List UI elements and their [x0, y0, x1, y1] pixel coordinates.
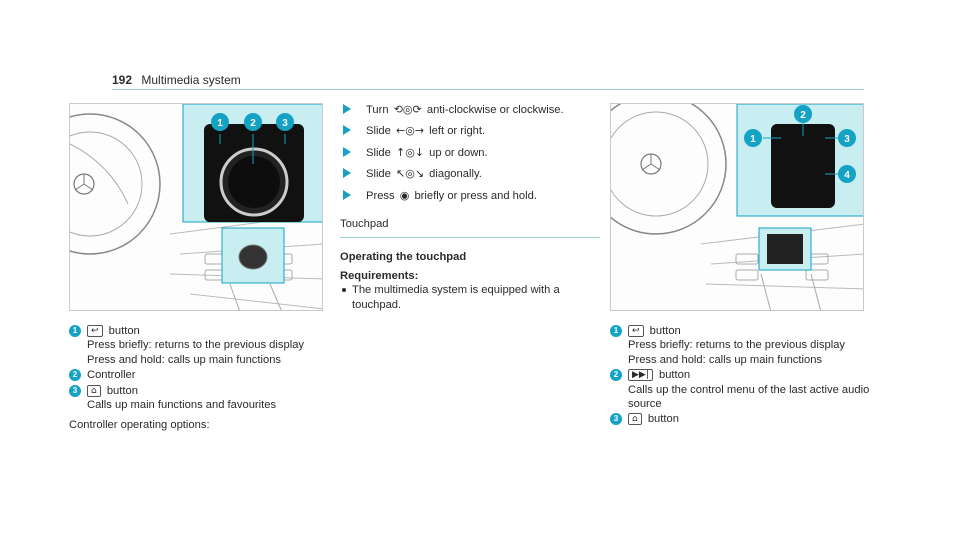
page-header: 192 Multimedia system — [112, 73, 241, 87]
legend-line: Press briefly: returns to the previous d… — [628, 339, 846, 352]
step-verb: Turn — [366, 104, 389, 116]
legend-line: Calls up the control menu of the last ac… — [628, 383, 870, 411]
legend-label: button — [658, 369, 691, 382]
step-arrow-icon — [343, 146, 351, 157]
figure-badge-2-label: 2 — [800, 110, 806, 121]
step-arrow-icon — [343, 168, 351, 179]
step-text: up or down. — [429, 146, 488, 159]
back-icon: ↩ — [628, 325, 644, 337]
step-text: diagonally. — [429, 168, 482, 181]
header-rule — [112, 89, 864, 90]
figure-badge-1-label: 1 — [750, 134, 756, 145]
legend-line: Press briefly: returns to the previous d… — [87, 339, 305, 352]
legend-badge: 3 — [69, 384, 81, 397]
legend-badge: 2 — [69, 369, 81, 382]
controller-drawing: 1 2 3 — [70, 104, 322, 310]
slide-diagonal-icon: ↖◎↘ — [396, 167, 425, 181]
figure-badge-2 — [244, 113, 262, 131]
touchpad-drawing: 1 2 3 4 — [611, 104, 863, 310]
legend-item-back: 1 ↩ button Press briefly: returns to the… — [69, 324, 329, 367]
figure-badge-1 — [211, 113, 229, 131]
figure-badge-3-label: 3 — [282, 118, 288, 129]
legend-item-home: 3 ⌂ button Calls up main functions and f… — [69, 384, 329, 413]
legend-line: Press and hold: calls up main functions — [87, 353, 282, 366]
rotate-controller-icon: ⟲◎⟳ — [393, 103, 422, 116]
skip-forward-icon: ▶▶| — [628, 369, 653, 382]
figure-badge-3 — [838, 129, 856, 147]
legend-badge: 1 — [69, 325, 81, 337]
legend-badge: 1 — [610, 325, 622, 337]
figure-badge-1-label: 1 — [217, 118, 223, 129]
legend-label: button — [647, 413, 679, 426]
figure-badge-3 — [276, 113, 294, 131]
legend-badge: 3 — [610, 413, 622, 426]
slide-horizontal-icon: ←◎→ — [396, 124, 425, 138]
legend-badge: 2 — [610, 369, 622, 382]
legend-item-back: 1 ↩ button Press briefly: returns to the… — [610, 324, 870, 367]
step-arrow-icon — [343, 104, 351, 114]
touchpad-legend: 1 ↩ button Press briefly: returns to the… — [610, 324, 870, 428]
figure-badge-4 — [838, 165, 856, 183]
figure-badge-3-label: 3 — [844, 134, 850, 145]
step-verb: Slide — [366, 168, 391, 181]
step-verb: Press — [366, 189, 395, 202]
step-slide-diagonal: Slide ↖◎↘ diagonally. — [340, 167, 600, 181]
controller-illustration: 1 2 3 — [69, 103, 323, 311]
legend-label: button — [106, 384, 138, 397]
legend-label: button — [649, 325, 681, 337]
legend-item-skip: 2 ▶▶| button Calls up the control menu o… — [610, 368, 870, 411]
requirements-title: Requirements: — [340, 269, 419, 282]
figure-badge-4-label: 4 — [844, 170, 850, 181]
step-slide-horizontal: Slide ←◎→ left or right. — [340, 124, 600, 138]
figure-badge-2 — [794, 105, 812, 123]
home-icon: ⌂ — [87, 384, 101, 397]
requirement-text: The multimedia system is equipped with a… — [352, 284, 560, 311]
controller-steps: Turn ⟲◎⟳ anti-clockwise or clockwise. Sl… — [340, 103, 600, 312]
step-text: anti-clockwise or clockwise. — [426, 104, 564, 116]
subsection-title: Operating the touchpad — [340, 251, 467, 264]
legend-line: Press and hold: calls up main functions — [628, 353, 823, 366]
step-press: Press ◉ briefly or press and hold. — [340, 189, 600, 203]
back-icon: ↩ — [87, 325, 103, 337]
slide-vertical-icon: ↑◎↓ — [396, 145, 425, 159]
step-text: left or right. — [429, 125, 486, 138]
requirement-item: The multimedia system is equipped with a… — [340, 283, 600, 312]
legend-line: Calls up main functions and favourites — [87, 399, 277, 412]
step-text: briefly or press and hold. — [414, 189, 537, 202]
home-icon: ⌂ — [628, 413, 642, 426]
operating-options-note: Controller operating options: — [69, 419, 210, 432]
page-title: Multimedia system — [141, 73, 241, 87]
legend-label: Controller — [87, 369, 136, 382]
section-title-touchpad: Touchpad — [340, 217, 600, 239]
bullet-dot-icon — [342, 288, 346, 293]
press-controller-icon: ◉ — [399, 188, 410, 202]
page-number: 192 — [112, 73, 133, 87]
controller-legend: 1 ↩ button Press briefly: returns to the… — [69, 324, 329, 433]
step-slide-vertical: Slide ↑◎↓ up or down. — [340, 146, 600, 160]
touchpad-illustration: 1 2 3 4 — [610, 103, 864, 311]
step-arrow-icon — [343, 189, 351, 200]
step-arrow-icon — [343, 125, 351, 136]
figure-badge-2-label: 2 — [250, 118, 256, 129]
legend-item-home: 3 ⌂ button — [610, 412, 870, 426]
figure-badge-1 — [744, 129, 762, 147]
legend-label: button — [108, 325, 140, 337]
step-turn: Turn ⟲◎⟳ anti-clockwise or clockwise. — [340, 103, 600, 117]
step-verb: Slide — [366, 146, 391, 159]
step-verb: Slide — [366, 125, 391, 138]
legend-item-controller: 2 Controller — [69, 368, 329, 382]
